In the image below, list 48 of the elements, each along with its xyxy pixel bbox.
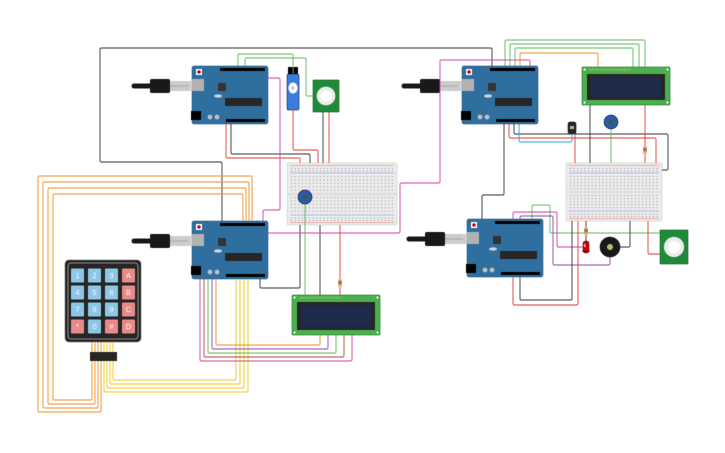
wire — [532, 204, 660, 234]
wire — [620, 220, 630, 248]
wire — [268, 60, 530, 234]
wire — [648, 220, 660, 254]
wire — [100, 48, 492, 222]
wire — [322, 112, 324, 164]
wire — [644, 104, 646, 164]
wire — [514, 124, 668, 170]
circuit-board-drawing — [466, 218, 544, 278]
wire — [610, 128, 612, 164]
wire — [328, 112, 330, 164]
wire — [304, 204, 306, 296]
wire — [518, 124, 572, 142]
temperature-sensor-drawing — [568, 122, 576, 134]
keypad — [64, 260, 142, 342]
wire — [262, 78, 280, 222]
motion-sensor-drawing — [312, 80, 340, 112]
wire — [512, 212, 584, 248]
wire — [238, 54, 294, 74]
wire — [230, 124, 310, 164]
wire — [216, 278, 320, 346]
wire — [292, 110, 318, 164]
potentiometer-drawing — [298, 190, 312, 204]
wire — [514, 48, 634, 68]
circuit-board-drawing — [461, 66, 538, 124]
circuit-board-drawing — [191, 220, 268, 280]
wire — [226, 124, 300, 164]
lcd-display-drawing — [582, 66, 670, 106]
buzzer-drawing — [600, 236, 620, 258]
servo-motor-drawing — [286, 67, 300, 110]
breadboard-drawing — [566, 162, 662, 222]
breadboard-drawing — [286, 162, 398, 226]
wire — [574, 134, 576, 164]
wire — [520, 52, 598, 68]
wire — [520, 220, 572, 300]
led-drawing — [582, 240, 590, 254]
wire — [508, 124, 656, 164]
wire — [482, 124, 504, 220]
lcd-display-drawing — [292, 294, 380, 336]
motion-sensor-drawing — [660, 230, 688, 264]
wire — [504, 40, 646, 68]
circuit-board-drawing — [191, 66, 268, 124]
wire — [520, 216, 610, 266]
wire — [512, 220, 578, 306]
potentiometer-drawing — [604, 114, 618, 130]
wire — [260, 224, 300, 288]
wire — [510, 44, 640, 68]
wire — [244, 58, 314, 96]
